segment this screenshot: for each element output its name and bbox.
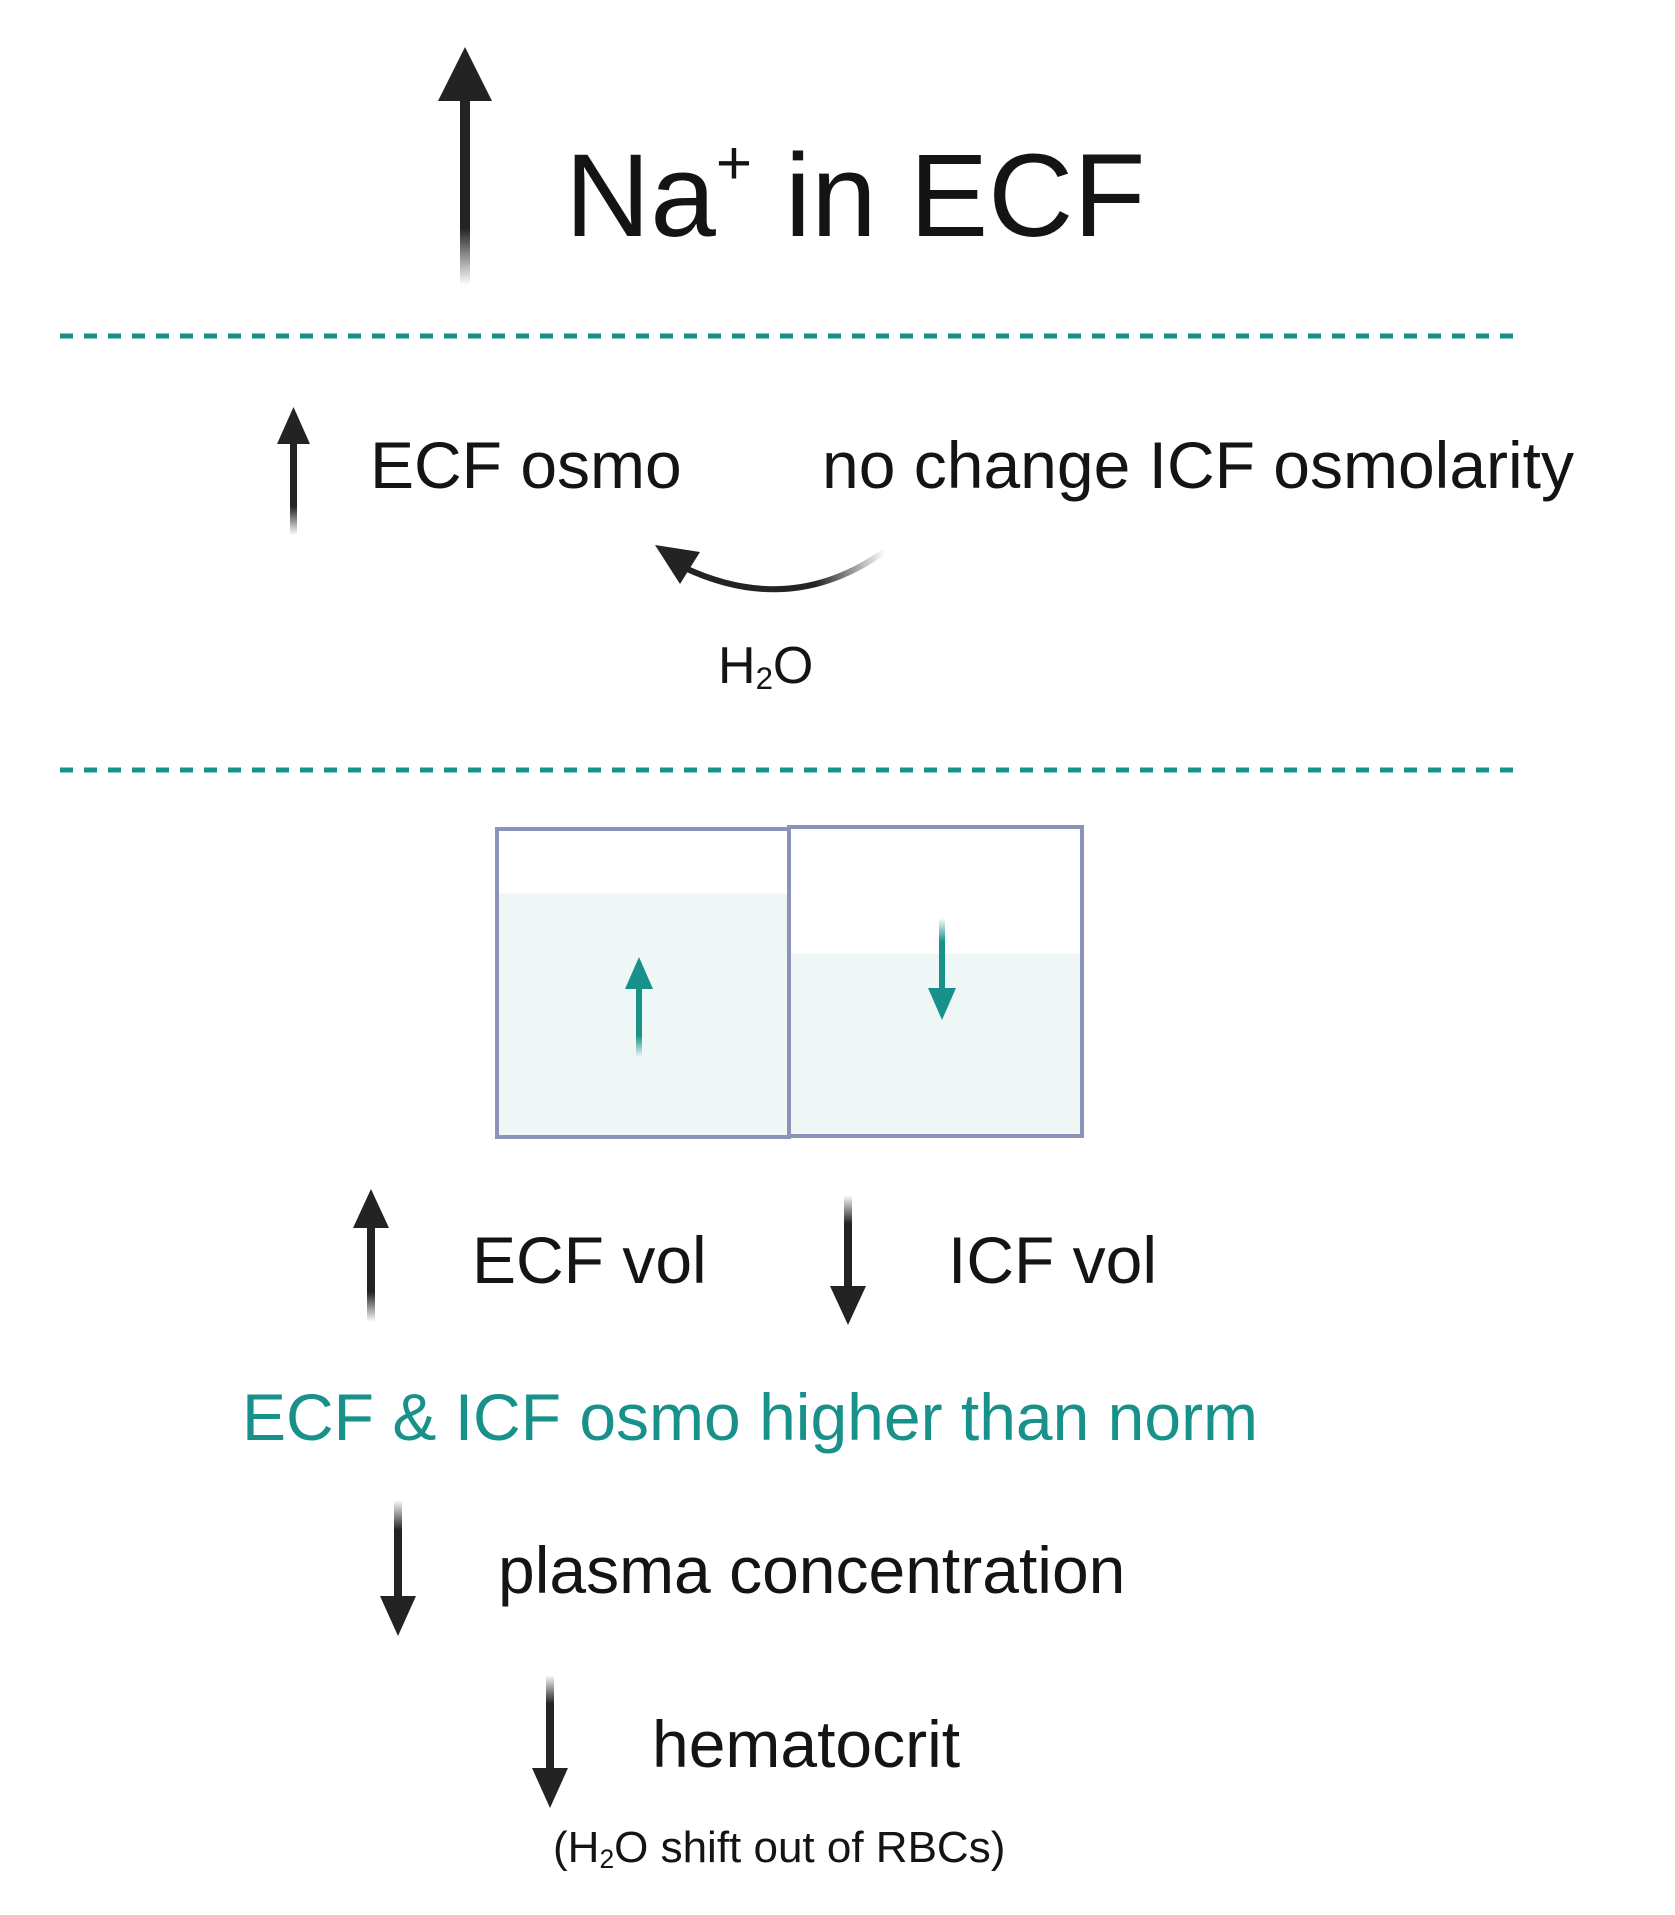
note-open: (H: [553, 1823, 600, 1872]
hematocrit-label: hematocrit: [652, 1707, 961, 1781]
big-up-arrow-icon: [438, 47, 492, 285]
water-subscript: 2: [755, 661, 773, 696]
hematocrit-down-arrow-icon: [532, 1675, 568, 1808]
ecf-fill: [497, 893, 789, 1137]
ecf-vol-label: ECF vol: [472, 1223, 707, 1297]
water-prefix: H: [718, 637, 756, 695]
note-rest: O shift out of RBCs): [614, 1823, 1006, 1872]
title-na-in-ecf: Na+ in ECF: [565, 133, 1145, 256]
ecf-vol-up-arrow-icon: [353, 1189, 389, 1322]
water-suffix: O: [772, 637, 814, 695]
ecf-osmo-label: ECF osmo: [370, 428, 682, 502]
icf-vol-label: ICF vol: [948, 1223, 1158, 1297]
ecf-compartment: [495, 827, 791, 1139]
plasma-down-arrow-icon: [380, 1500, 416, 1636]
hematocrit-note: (H2O shift out of RBCs): [553, 1823, 1006, 1873]
water-shift-arrow-icon: [655, 545, 885, 593]
icf-fill: [789, 953, 1082, 1136]
icf-vol-down-arrow-icon: [830, 1195, 866, 1325]
title-superscript: +: [715, 129, 753, 198]
icf-osmo-label: no change ICF osmolarity: [822, 428, 1575, 502]
ecf-osmo-up-arrow-icon: [277, 407, 310, 535]
osmo-higher-statement: ECF & ICF osmo higher than norm: [242, 1380, 1259, 1454]
title-na: Na: [565, 130, 716, 262]
water-label: H2O: [718, 637, 814, 695]
note-subscript: 2: [599, 1844, 615, 1874]
ecf-volume-up-arrow-icon: [625, 957, 653, 1057]
icf-volume-down-arrow-icon: [928, 918, 956, 1020]
icf-compartment: [787, 825, 1084, 1138]
plasma-concentration-label: plasma concentration: [498, 1533, 1126, 1607]
title-rest: in ECF: [752, 130, 1146, 262]
